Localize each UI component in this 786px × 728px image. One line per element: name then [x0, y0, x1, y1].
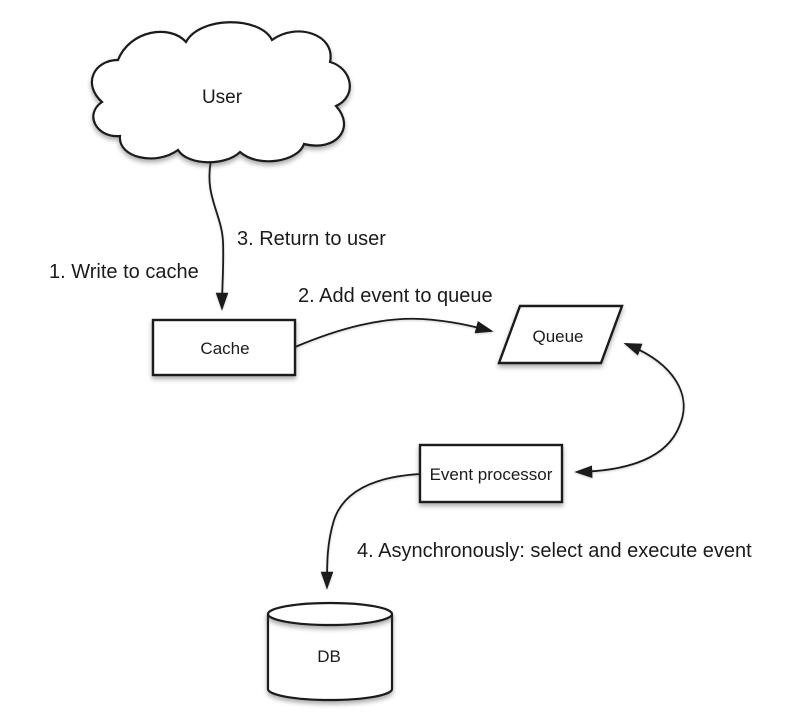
edges-layer [208, 159, 685, 590]
db-cylinder [266, 601, 394, 702]
edge-label-step2: 2. Add event to queue [298, 285, 493, 307]
edge-label-step4: 4. Asynchronously: select and execute ev… [357, 540, 752, 562]
edge-cache-to-queue [294, 317, 494, 348]
queue-parallelogram [497, 304, 624, 365]
db-cylinder-top [266, 601, 394, 627]
edge-queue-event-processor [574, 343, 685, 479]
db-cylinder-body [266, 614, 394, 702]
cache-label: Cache [200, 339, 249, 358]
edge-label-step1: 1. Write to cache [49, 261, 199, 283]
db-label: DB [317, 647, 341, 666]
edge-event-processor-to-db [320, 473, 421, 590]
edge-user-to-cache [208, 159, 229, 311]
labels-layer: User Cache Queue Event processor DB 1. W… [49, 87, 752, 666]
user-cloud [90, 21, 351, 164]
edge-label-step3: 3. Return to user [237, 228, 386, 250]
event-processor-box [418, 443, 564, 504]
event-processor-label: Event processor [430, 465, 553, 484]
queue-label: Queue [532, 327, 583, 346]
cache-box [151, 318, 297, 377]
user-label: User [202, 87, 243, 108]
shapes-layer [90, 21, 624, 702]
